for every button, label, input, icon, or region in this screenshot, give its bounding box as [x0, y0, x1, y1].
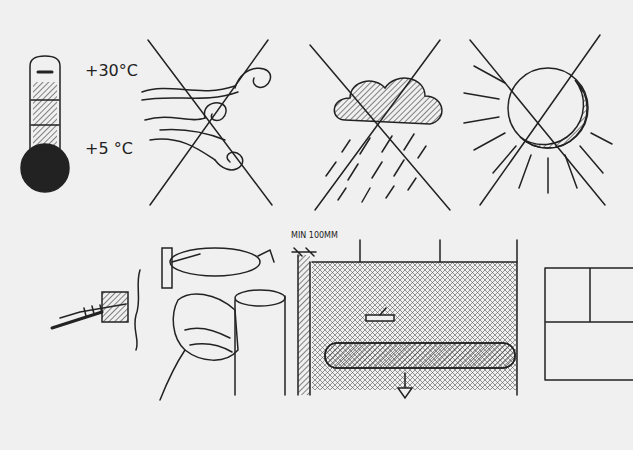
thermometer — [21, 56, 69, 192]
pipe-clip — [160, 248, 285, 400]
rain-crossed — [310, 40, 450, 210]
temperature-min: +5 °C — [84, 140, 134, 158]
wind-crossed — [142, 40, 272, 205]
sun-crossed — [464, 35, 612, 205]
temperature-max: +30°C — [84, 62, 139, 80]
brush-dowel — [52, 270, 140, 350]
wall-pipe — [292, 240, 633, 398]
dimension-label: MIN 100MM — [290, 232, 339, 241]
